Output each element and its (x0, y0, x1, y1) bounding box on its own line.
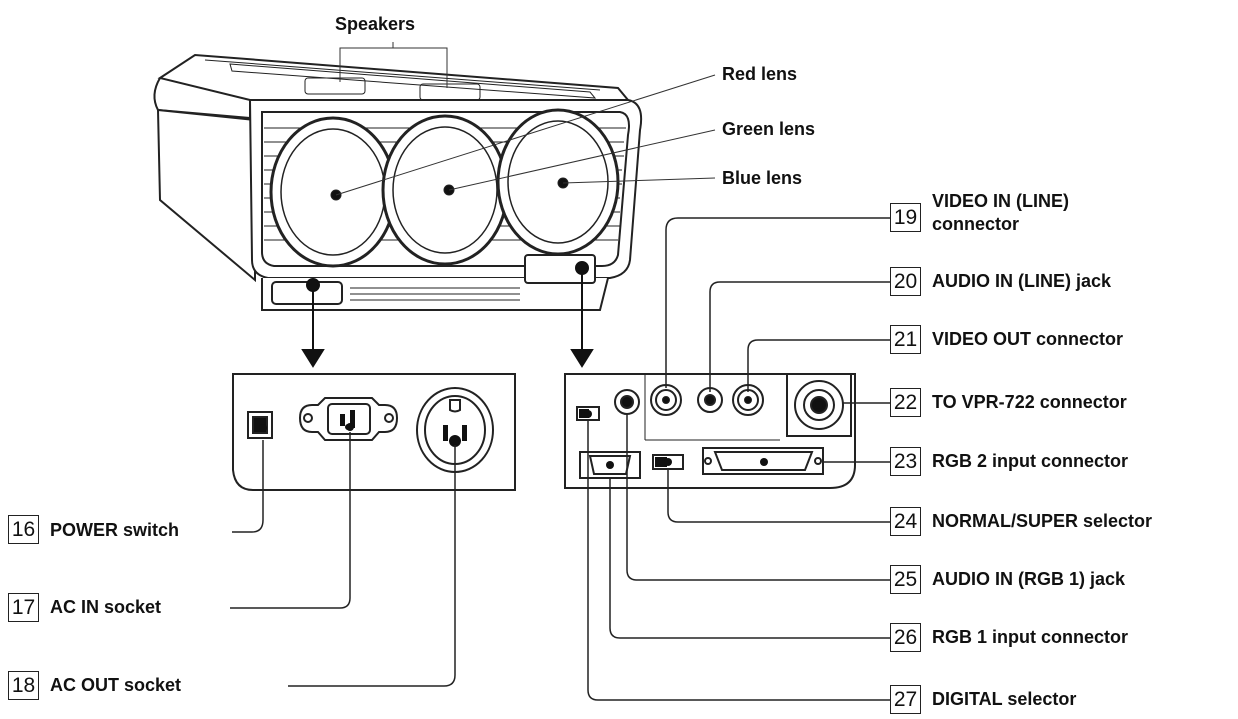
callout-number: 27 (890, 685, 921, 714)
callout-text-line2: connector (932, 214, 1020, 234)
left-down-arrow (301, 278, 325, 368)
callout-number: 18 (8, 671, 39, 700)
callout-text: AC IN socket (50, 597, 162, 617)
callout-text: DIGITAL selector (932, 689, 1077, 709)
callout-number: 26 (890, 623, 921, 652)
right-leader-lines (587, 217, 890, 701)
callout-text: NORMAL/SUPER selector (932, 511, 1153, 531)
callout-text: VIDEO IN (LINE) (932, 191, 1070, 211)
callout-number: 24 (890, 507, 921, 536)
callout-number: 16 (8, 515, 39, 544)
callout-number: 20 (890, 267, 921, 296)
callout-number: 23 (890, 447, 921, 476)
callout-text: RGB 2 input connector (932, 451, 1129, 471)
power-panel (232, 373, 516, 491)
callout-text: RGB 1 input connector (932, 627, 1129, 647)
callout-number: 17 (8, 593, 39, 622)
callout-text: AUDIO IN (LINE) jack (932, 271, 1112, 291)
callout-number: 22 (890, 388, 921, 417)
speakers-label: Speakers (335, 14, 416, 34)
blue-lens-label: Blue lens (722, 168, 803, 188)
red-lens-shape (269, 116, 397, 268)
connector-panel (564, 373, 856, 489)
callout-text: TO VPR-722 connector (932, 392, 1127, 412)
callout-text: AUDIO IN (RGB 1) jack (932, 569, 1126, 589)
right-down-arrow (570, 261, 594, 368)
callout-number: 19 (890, 203, 921, 232)
callout-text: POWER switch (50, 520, 180, 540)
left-leader-dots (259, 423, 459, 445)
green-lens-shape (381, 114, 509, 266)
callout-text: AC OUT socket (50, 675, 182, 695)
callout-number: 25 (890, 565, 921, 594)
blue-lens-shape (496, 108, 620, 256)
left-leader-lines (230, 432, 456, 687)
speakers-bracket (339, 42, 448, 88)
red-lens-label: Red lens (722, 64, 798, 84)
callout-number: 21 (890, 325, 921, 354)
right-leader-dots (584, 396, 823, 469)
lens-leader-lines (335, 74, 716, 196)
lens-group (269, 108, 620, 268)
callout-text: VIDEO OUT connector (932, 329, 1124, 349)
green-lens-label: Green lens (722, 119, 816, 139)
